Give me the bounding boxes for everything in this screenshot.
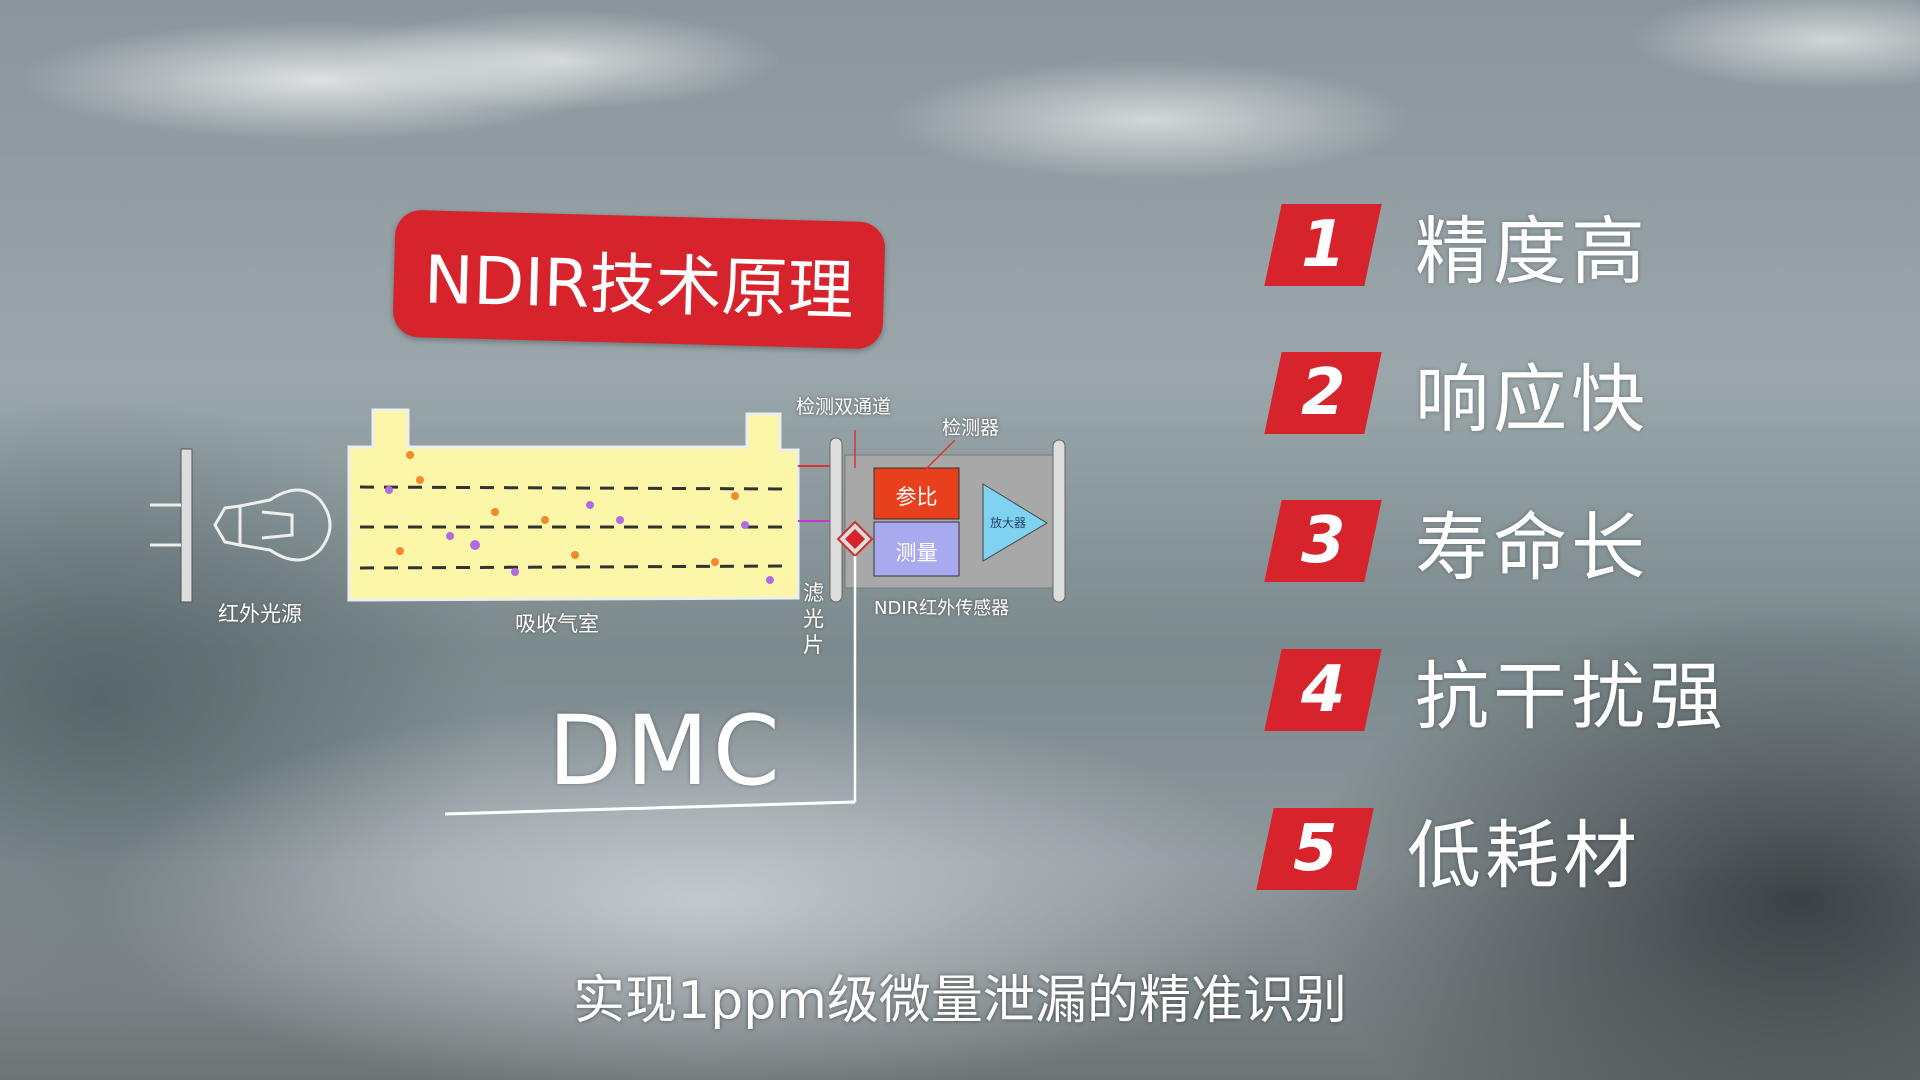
- label-amplifier: 放大器: [990, 516, 1027, 530]
- badge-number: 4: [1300, 653, 1346, 727]
- diamond-core: [845, 529, 865, 549]
- label-light-source: 红外光源: [218, 602, 302, 626]
- feature-label: 寿命长: [1415, 504, 1649, 591]
- bulb-icon: [213, 488, 332, 562]
- label-measure: 测量: [895, 541, 938, 565]
- pointer-line: [924, 439, 956, 471]
- number-badge: 4: [1264, 649, 1382, 731]
- feature-label: 响应快: [1415, 356, 1649, 443]
- label-detector: 检测器: [942, 417, 1000, 439]
- sensor-end-cap: [1052, 439, 1066, 603]
- feature-label: 低耗材: [1407, 812, 1641, 899]
- label-filter: 滤光片: [803, 581, 824, 657]
- feature-item: 4 抗干扰强: [1264, 649, 1727, 740]
- feature-item: 3 寿命长: [1264, 500, 1649, 591]
- absorption-chamber: [347, 408, 800, 602]
- subtitle-caption: 实现1ppm级微量泄漏的精准识别: [573, 971, 1347, 1031]
- light-source-mount: [150, 448, 193, 603]
- number-badge: 1: [1264, 204, 1382, 286]
- badge-number: 3: [1300, 504, 1346, 578]
- callout-line: [444, 800, 856, 816]
- badge-number: 1: [1300, 208, 1346, 282]
- product-name: DMC: [548, 695, 784, 807]
- number-badge: 2: [1264, 352, 1382, 434]
- measure-cell: [873, 521, 960, 577]
- reference-cell: [873, 467, 960, 520]
- amplifier-triangle: [982, 483, 1048, 562]
- feature-label: 精度高: [1415, 208, 1649, 295]
- feature-item: 1 精度高: [1264, 204, 1649, 295]
- label-chamber: 吸收气室: [515, 612, 599, 636]
- filter: [829, 437, 843, 603]
- label-dual-channel: 检测双通道: [796, 396, 892, 418]
- feature-label: 抗干扰强: [1415, 653, 1727, 740]
- badge-number: 5: [1292, 812, 1338, 886]
- label-sensor: NDIR红外传感器: [874, 598, 1010, 619]
- feature-item: 5 低耗材: [1256, 808, 1641, 899]
- number-badge: 5: [1256, 808, 1374, 890]
- number-badge: 3: [1264, 500, 1382, 582]
- label-reference: 参比: [895, 485, 938, 509]
- badge-number: 2: [1300, 356, 1346, 430]
- feature-item: 2 响应快: [1264, 352, 1649, 443]
